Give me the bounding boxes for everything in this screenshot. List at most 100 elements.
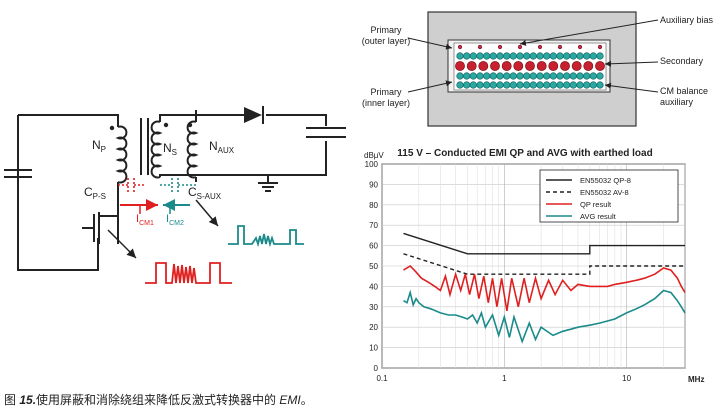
circuit-labels: NP NS NAUX CP-S CS-AUX ICM1 ICM2	[84, 138, 235, 227]
primary-inner-turn	[509, 72, 517, 80]
aux-bias-turn	[497, 44, 503, 50]
y-tick-label: 0	[374, 364, 379, 373]
x-tick-label: 0.1	[376, 374, 388, 383]
primary-outer-turn	[469, 52, 477, 60]
label-csaux: CS-AUX	[188, 185, 222, 201]
cross-section-labels: Primary (outer layer) Primary (inner lay…	[362, 15, 714, 108]
series-line-3	[403, 289, 686, 344]
primary-outer-turn	[476, 52, 484, 60]
label-icm2: ICM2	[166, 213, 184, 227]
x-tick-label: 10	[622, 374, 631, 383]
chart-ylabel: dBμV	[364, 151, 384, 160]
secondary-turn	[571, 61, 582, 71]
secondary-turn	[595, 61, 605, 71]
primary-winding	[115, 125, 128, 184]
input-capacitor	[4, 169, 32, 178]
cm-balance-turn	[456, 81, 464, 89]
legend-label: AVG result	[580, 212, 617, 221]
primary-outer-turn	[596, 52, 604, 60]
primary-inner-turn	[476, 72, 484, 80]
parasitic-cap-saux	[160, 178, 196, 192]
primary-outer-turn	[489, 52, 497, 60]
output-capacitor	[306, 127, 346, 138]
aux-bias-turn	[557, 44, 563, 50]
primary-inner-turn	[589, 72, 597, 80]
cm-balance-turn	[596, 81, 604, 89]
primary-inner-turn	[523, 72, 531, 80]
cm-balance-winding	[456, 81, 604, 89]
primary-outer-turn	[516, 52, 524, 60]
mosfet-switch	[82, 205, 119, 244]
primary-outer-turn	[483, 52, 491, 60]
label-auxiliary-bias: Auxiliary bias	[660, 15, 714, 25]
chart-title: 115 V – Conducted EMI QP and AVG with ea…	[397, 148, 652, 159]
legend-label: EN55032 AV-8	[580, 188, 629, 197]
primary-outer-turn	[576, 52, 584, 60]
series-line-2	[403, 264, 686, 312]
legend-label: QP result	[580, 200, 612, 209]
ground-symbol	[258, 175, 278, 192]
secondary-dot	[163, 122, 169, 128]
primary-outer-turn	[456, 52, 464, 60]
aux-bias-turn	[537, 44, 543, 50]
secondary-turn	[548, 61, 559, 71]
ps-waveform-pointer	[107, 229, 137, 259]
cm-balance-turn	[583, 81, 591, 89]
label-cps: CP-S	[84, 185, 106, 201]
primary-inner-turn	[583, 72, 591, 80]
primary-ringing-waveform	[145, 262, 232, 284]
y-tick-label: 80	[369, 201, 378, 210]
label-naux: NAUX	[209, 139, 235, 155]
primary-inner-turn	[569, 72, 577, 80]
legend-label: EN55032 QP-8	[580, 176, 631, 185]
caption-suffix: 。	[300, 393, 313, 407]
cm-balance-turn	[569, 81, 577, 89]
cm-balance-turn	[563, 81, 571, 89]
cm-balance-turn	[523, 81, 531, 89]
primary-inner-turn	[556, 72, 564, 80]
aux-bias-turn	[517, 44, 523, 50]
y-tick-label: 50	[369, 262, 378, 271]
cm-balance-turn	[496, 81, 504, 89]
aux-winding	[186, 120, 199, 179]
secondary-turn	[536, 61, 547, 71]
cm-balance-turn	[516, 81, 524, 89]
y-tick-label: 90	[369, 180, 378, 189]
primary-inner-turn	[536, 72, 544, 80]
label-primary-inner-sub: (inner layer)	[362, 98, 410, 108]
secondary-turn	[478, 61, 489, 71]
secondary-turn	[501, 61, 512, 71]
cm-balance-turn	[476, 81, 484, 89]
primary-outer-turn	[503, 52, 511, 60]
primary-inner-turn	[563, 72, 571, 80]
primary-outer-winding	[456, 52, 604, 60]
cm-balance-turn	[503, 81, 511, 89]
cm-balance-turn	[483, 81, 491, 89]
secondary-winding	[150, 120, 163, 179]
emi-chart: 115 V – Conducted EMI QP and AVG with ea…	[364, 148, 704, 384]
secondary-turn	[513, 61, 524, 71]
cm-balance-turn	[556, 81, 564, 89]
aux-bias-turn	[457, 44, 463, 50]
cm-balance-turn	[489, 81, 497, 89]
secondary-turn	[490, 61, 500, 71]
label-primary-inner: Primary	[371, 87, 402, 97]
aux-ringing-waveform	[228, 225, 304, 248]
y-tick-label: 70	[369, 221, 378, 230]
cm-balance-turn	[469, 81, 477, 89]
caption-emi: EMI	[279, 393, 301, 407]
label-primary-outer-sub: (outer layer)	[362, 36, 411, 46]
primary-inner-turn	[543, 72, 551, 80]
series-line-0	[403, 232, 685, 255]
label-secondary: Secondary	[660, 56, 704, 66]
y-tick-label: 20	[369, 323, 378, 332]
secondary-turn	[466, 61, 477, 71]
output-diode	[244, 106, 264, 124]
cm-balance-turn	[509, 81, 517, 89]
x-tick-label: 1	[502, 374, 507, 383]
series-line-1	[403, 253, 685, 275]
primary-inner-winding	[456, 72, 604, 80]
primary-outer-turn	[583, 52, 591, 60]
primary-inner-turn	[469, 72, 477, 80]
